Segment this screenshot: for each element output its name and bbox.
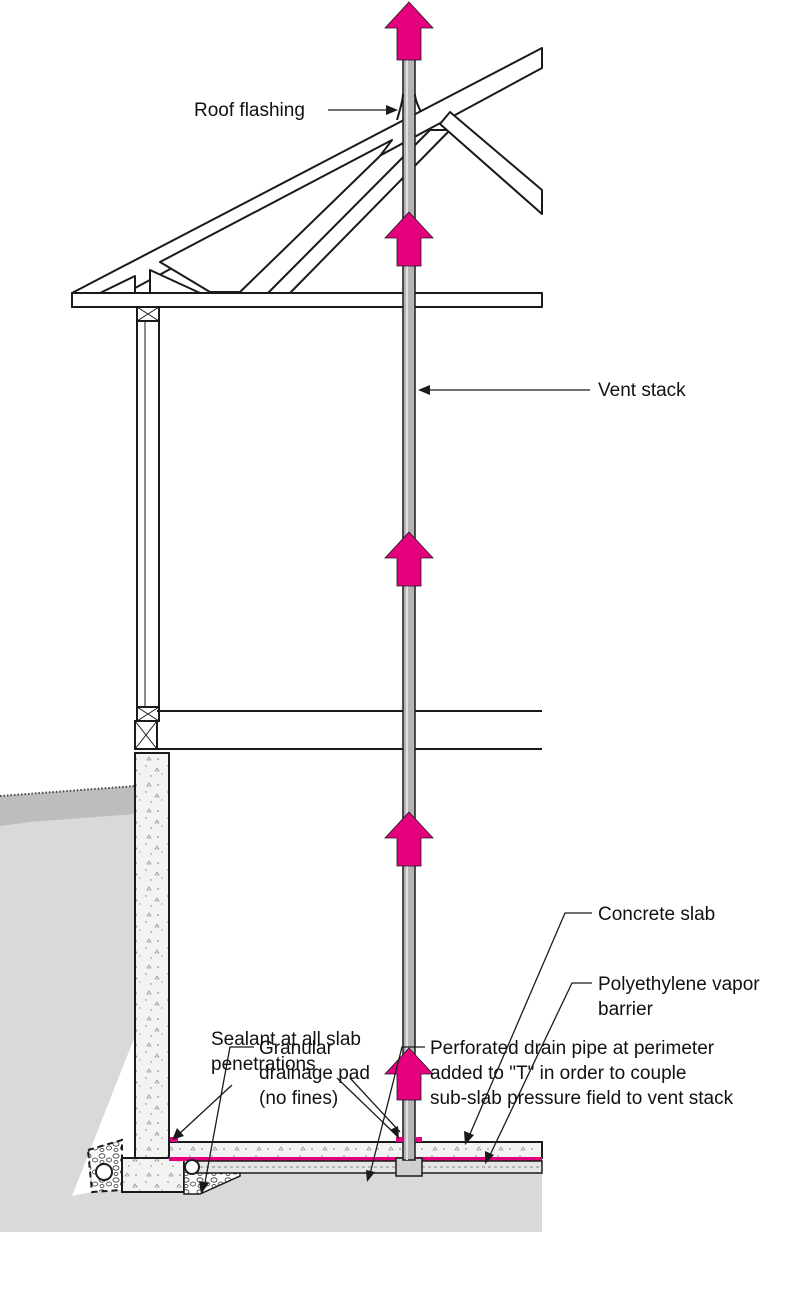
floor-joist	[134, 710, 542, 750]
perforated-drain-pipe	[184, 1157, 543, 1177]
label-vapor-barrier-1: Polyethylene vapor	[598, 974, 760, 995]
label-roof-flashing: Roof flashing	[194, 100, 305, 121]
label-vapor-barrier-2: barrier	[598, 999, 654, 1020]
label-sealant-2: penetrations	[211, 1054, 316, 1075]
arrowhead-icon	[390, 1126, 399, 1139]
arrowhead-icon	[366, 1170, 375, 1182]
up-arrow-icon	[384, 1, 434, 61]
up-arrow-icon	[384, 1047, 434, 1101]
roof-truss	[71, 47, 543, 308]
label-granular-2: drainage pad	[259, 1063, 370, 1084]
arrowhead-icon	[485, 1151, 494, 1164]
label-granular-1: Granular	[259, 1038, 334, 1059]
label-vent-stack: Vent stack	[598, 380, 686, 401]
sealant-wall	[170, 1137, 178, 1142]
leader-drain-pipe	[369, 1046, 425, 1175]
sealant-stack-left	[396, 1137, 403, 1142]
label-granular-3: (no fines)	[259, 1088, 338, 1109]
arrowhead-icon	[199, 1181, 209, 1194]
leader-sealant-wall	[178, 1084, 233, 1135]
label-drain-pipe-3: sub-slab pressure field to vent stack	[430, 1088, 734, 1109]
label-drain-pipe-2: added to "T" in order to couple	[430, 1063, 686, 1084]
leader-sealant-stack	[336, 1077, 401, 1133]
arrowhead-icon	[464, 1131, 474, 1145]
label-concrete-slab: Concrete slab	[598, 904, 715, 925]
soil-under-slab	[0, 1168, 542, 1232]
perimeter-drain	[95, 1163, 113, 1181]
arrowhead-icon	[418, 385, 430, 395]
label-drain-pipe-1: Perforated drain pipe at perimeter	[430, 1038, 715, 1059]
soil	[0, 786, 135, 1196]
upper-wall	[136, 306, 160, 722]
up-arrow-icon	[384, 531, 434, 587]
roof-flashing	[396, 93, 422, 121]
up-arrow-icon	[384, 211, 434, 267]
foundation-wall	[134, 752, 170, 1159]
grass-line	[0, 785, 136, 797]
label-sealant-1: Sealant at all slab	[211, 1029, 361, 1050]
leader-vapor-barrier	[489, 982, 592, 1156]
leader-granular-pad	[203, 1046, 254, 1189]
soil-shadow	[0, 786, 135, 826]
footing	[121, 1157, 185, 1193]
up-arrow-icon	[384, 811, 434, 867]
sealant-stack-right	[415, 1137, 422, 1142]
leader-concrete-slab	[469, 912, 592, 1135]
arrowhead-icon	[172, 1128, 184, 1140]
arrowhead-icon	[386, 105, 398, 115]
